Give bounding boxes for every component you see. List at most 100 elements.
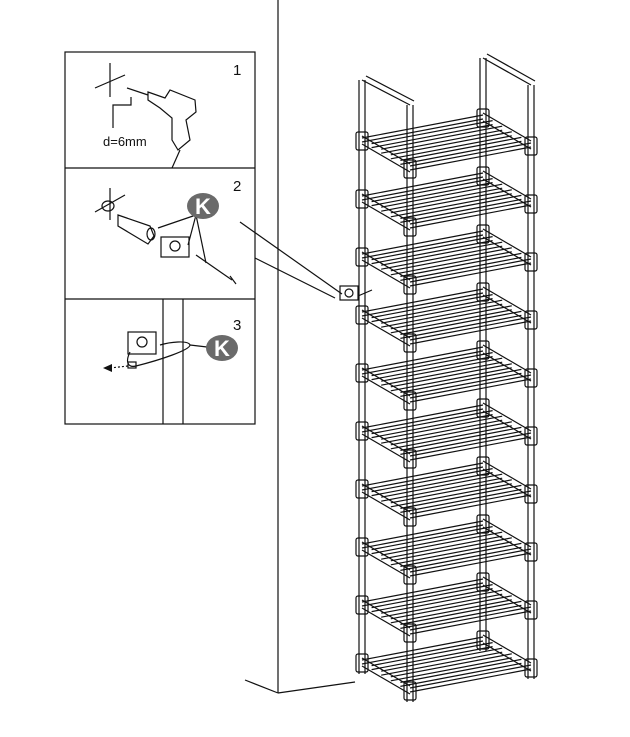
slat [361, 230, 484, 255]
side-rail [361, 143, 411, 173]
slat [381, 589, 503, 614]
slat [409, 432, 532, 457]
joint-connector [355, 247, 369, 267]
slat [371, 468, 493, 493]
wall-plug-icon [117, 214, 156, 245]
slat [400, 136, 522, 161]
slat [371, 472, 493, 497]
slat [371, 414, 493, 439]
slat [390, 537, 512, 562]
joint-connector [476, 224, 490, 244]
part-callout-lines [157, 214, 207, 264]
slat [390, 657, 512, 682]
wall-mark-icon [94, 188, 126, 220]
joint-connector [524, 600, 538, 620]
slat [361, 350, 484, 375]
slat [390, 135, 512, 160]
callout-lines [239, 221, 343, 299]
slat [409, 664, 532, 689]
slat [390, 305, 512, 330]
slat [381, 415, 503, 440]
slat [371, 182, 493, 207]
joint-connector [403, 681, 417, 701]
side-rail [361, 375, 411, 405]
slat [371, 646, 493, 671]
top-handle [486, 53, 536, 82]
slat [400, 426, 522, 451]
slat [400, 310, 522, 335]
shelf-post [162, 299, 184, 424]
slat [400, 488, 522, 513]
joint-connector [403, 391, 417, 411]
slat [361, 462, 484, 487]
joint-connector [524, 542, 538, 562]
drill-icon [126, 87, 197, 169]
slat [371, 642, 493, 667]
slat [381, 419, 503, 444]
joint-connector [524, 310, 538, 330]
joint-connector [476, 340, 490, 360]
joint-connector [476, 572, 490, 592]
joint-connector [524, 484, 538, 504]
side-rail [482, 518, 532, 548]
slat [409, 204, 532, 229]
slat [361, 636, 484, 661]
slat [409, 436, 532, 461]
shoe-rack [355, 53, 538, 702]
slat [361, 582, 484, 607]
slat [381, 187, 503, 212]
slat [361, 466, 484, 491]
slat [361, 404, 484, 429]
joint-connector [403, 565, 417, 585]
slat [381, 183, 503, 208]
slat [361, 346, 484, 371]
slat [409, 146, 532, 171]
slat [381, 593, 503, 618]
joint-connector [355, 305, 369, 325]
side-rail [482, 344, 532, 374]
slat [400, 256, 522, 281]
joint-connector [355, 421, 369, 441]
joint-connector [524, 426, 538, 446]
slat [409, 316, 532, 341]
wall-mark-icon [94, 63, 126, 97]
slat [381, 299, 503, 324]
slat [409, 258, 532, 283]
slat [390, 483, 512, 508]
slat [361, 578, 484, 603]
bracket-icon [160, 236, 190, 258]
joint-connector [355, 479, 369, 499]
slat [409, 320, 532, 345]
step-number: 3 [233, 317, 241, 334]
joint-connector [476, 514, 490, 534]
slat [390, 479, 512, 504]
slat [371, 178, 493, 203]
pull-arrow-icon [103, 364, 129, 372]
slat [371, 356, 493, 381]
slat [390, 251, 512, 276]
joint-connector [524, 368, 538, 388]
slat [390, 599, 512, 624]
slat [381, 651, 503, 676]
slat [361, 524, 484, 549]
step-1: 1 d=6mm [94, 62, 241, 169]
joint-connector [476, 108, 490, 128]
joint-connector [476, 456, 490, 476]
wall-bracket [339, 285, 373, 301]
joint-connector [355, 537, 369, 557]
slat [381, 245, 503, 270]
joint-connector [355, 363, 369, 383]
slat [409, 490, 532, 515]
slat [390, 131, 512, 156]
side-rail [361, 491, 411, 521]
slat [409, 494, 532, 519]
slat [400, 604, 522, 629]
side-rail [482, 112, 532, 142]
slat [381, 241, 503, 266]
slat [371, 584, 493, 609]
top-handle [365, 75, 415, 102]
instruction-panel [64, 51, 256, 425]
joint-connector [403, 333, 417, 353]
slat [381, 357, 503, 382]
